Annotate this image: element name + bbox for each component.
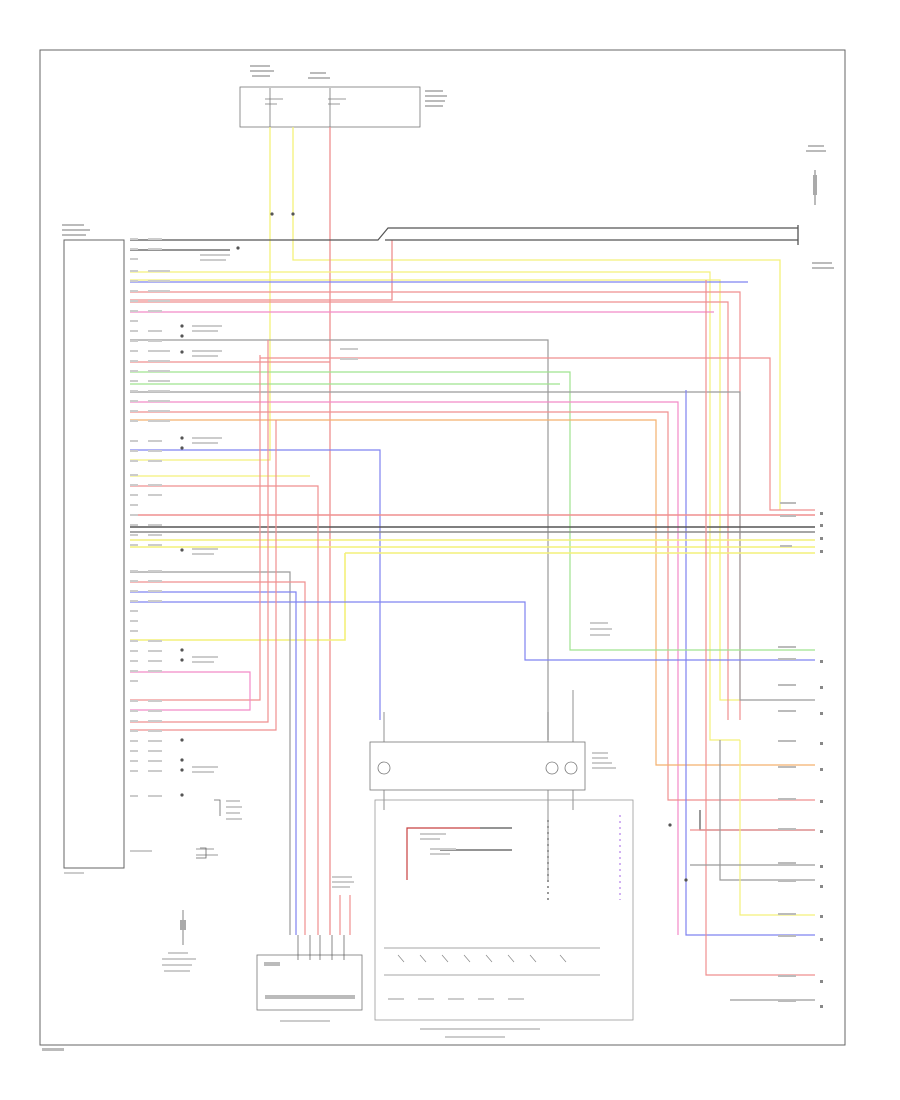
wire-bus <box>130 271 815 936</box>
connector-leads <box>383 690 574 880</box>
ground-symbols <box>196 799 221 859</box>
connector-terminals <box>377 761 578 775</box>
mfu-detail <box>264 876 355 1022</box>
connector-labels <box>592 752 616 769</box>
multi-function-unit <box>256 954 363 1011</box>
audio-unit-header <box>62 224 90 236</box>
wire-red-fuse <box>130 127 393 935</box>
figure-code-mark <box>42 1048 64 1051</box>
audio-unit-box <box>63 239 125 869</box>
antenna-symbol <box>797 145 834 269</box>
wire-yellow-fuse <box>130 127 781 701</box>
mfu-colored-leads <box>339 895 351 935</box>
splice-markers <box>180 212 688 882</box>
steering-switch-assembly <box>374 799 634 1021</box>
switch-row <box>384 947 600 976</box>
steering-wheel-connector <box>369 741 586 791</box>
right-wire-labels <box>778 502 796 1002</box>
switch-assembly-inner <box>406 815 621 900</box>
ground-connector <box>162 910 196 972</box>
right-connector-pins <box>820 512 823 1008</box>
switch-labels <box>388 833 540 1038</box>
wire-right-lower <box>690 280 815 1001</box>
annotation-texts <box>192 254 612 856</box>
wire-right-bundle <box>130 514 815 641</box>
wire-black-top <box>130 227 798 251</box>
diagram-frame <box>39 49 846 1046</box>
mfu-pins <box>297 935 345 960</box>
left-pin-tags <box>64 238 170 874</box>
fuse-box-labels <box>250 65 447 107</box>
wire-lower-left <box>130 340 815 935</box>
